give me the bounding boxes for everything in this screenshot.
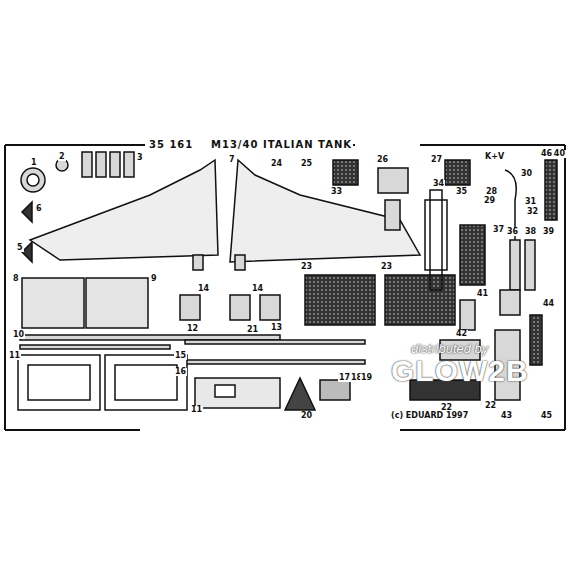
callout-number: 11: [190, 406, 203, 414]
callout-number: 43: [500, 412, 513, 420]
callout-number: 10: [12, 331, 25, 339]
callout-number: 3: [136, 154, 144, 162]
callout-number: 46: [540, 150, 553, 158]
callout-number: 42: [455, 330, 468, 338]
fret-title: 35 161: [148, 140, 194, 150]
callout-number: 8: [12, 275, 20, 283]
callout-number: 6: [35, 205, 43, 213]
copyright-note: (c) EDUARD 1997: [390, 412, 469, 420]
callout-number: 1: [30, 159, 38, 167]
callout-number: 26: [376, 156, 389, 164]
callout-number: 14: [251, 285, 264, 293]
watermark: distributed by: [410, 342, 489, 355]
fret-title: M13/40 ITALIAN TANK: [210, 140, 353, 150]
callout-number: 44: [542, 300, 555, 308]
callout-number: 19: [360, 374, 373, 382]
callout-number: 16: [174, 368, 187, 376]
callout-number: 45: [540, 412, 553, 420]
callout-number: 22: [484, 402, 497, 410]
callout-number: 7: [228, 156, 236, 164]
callout-number: 32: [526, 208, 539, 216]
callout-number: 22: [440, 404, 453, 412]
callout-number: 23: [300, 263, 313, 271]
callout-number: 15: [174, 352, 187, 360]
callout-number: 13: [270, 324, 283, 332]
callout-number: 2: [58, 153, 66, 161]
callout-number: 34: [432, 180, 445, 188]
callout-number: 41: [476, 290, 489, 298]
callout-number: 23: [380, 263, 393, 271]
callout-number: 31: [524, 198, 537, 206]
callout-number: 37: [492, 226, 505, 234]
callout-number: 39: [542, 228, 555, 236]
callout-number: 5: [16, 244, 24, 252]
callout-number: 21: [246, 326, 259, 334]
callout-number: 24: [270, 160, 283, 168]
callout-number: 35: [455, 188, 468, 196]
callout-number: 36: [506, 228, 519, 236]
watermark: GLOW2B: [390, 356, 530, 386]
callout-number: 28: [485, 188, 498, 196]
callout-number: 30: [520, 170, 533, 178]
callout-number: 27: [430, 156, 443, 164]
callout-number: K+V: [484, 153, 505, 161]
callout-number: 33: [330, 188, 343, 196]
callout-number: 20: [300, 412, 313, 420]
callout-number: 25: [300, 160, 313, 168]
callout-number: 12: [186, 325, 199, 333]
callout-number: 38: [524, 228, 537, 236]
callout-number: 11: [8, 352, 21, 360]
callout-number: 9: [150, 275, 158, 283]
callout-number: 40: [553, 150, 566, 158]
callout-number: 29: [483, 197, 496, 205]
callout-number: 14: [197, 285, 210, 293]
